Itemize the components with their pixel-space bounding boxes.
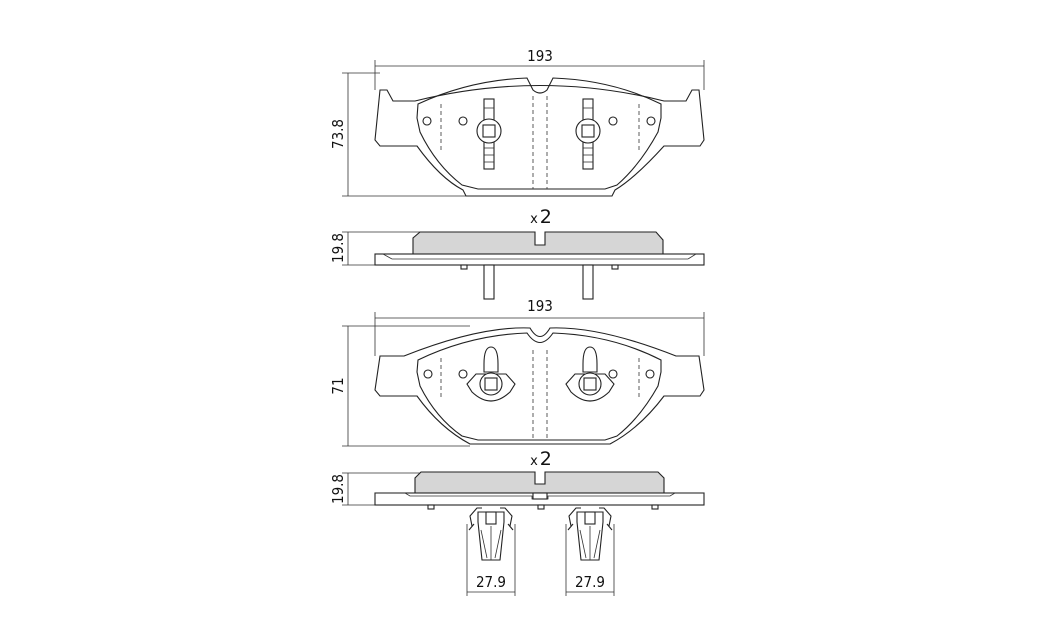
bottom-pad-friction-outline <box>416 332 662 441</box>
top-pad-clip-side-left <box>483 264 495 300</box>
bottom-pad-width-label: 193 <box>527 297 553 315</box>
bottom-pad-clip-right-dimension: 27.9 <box>565 524 615 596</box>
top-pad-thickness-dimension: 19.8 <box>329 231 420 266</box>
bottom-pad-width-dimension: 193 <box>374 297 705 356</box>
top-pad-friction-outline <box>416 77 662 190</box>
top-pad-plate-side <box>374 253 705 266</box>
bottom-pad-hole <box>608 369 618 379</box>
top-pad-friction-side <box>412 231 664 255</box>
top-pad-width-label: 193 <box>527 47 553 65</box>
bottom-pad-hole <box>645 369 655 379</box>
bottom-pad-backing-plate <box>374 327 705 445</box>
bottom-pad-friction-side <box>414 471 665 494</box>
top-pad-width-dimension: 193 <box>374 47 705 90</box>
bottom-pad-clip-right <box>565 346 615 402</box>
bottom-pad-hole <box>458 369 468 379</box>
top-pad-backing-plate <box>374 84 705 197</box>
bottom-pad-hole <box>423 369 433 379</box>
top-pad-hole <box>458 116 468 126</box>
bottom-pad-thickness-dimension: 19.8 <box>329 472 420 506</box>
bottom-pad-clip-right-label: 27.9 <box>575 573 605 591</box>
top-pad-hole <box>608 116 618 126</box>
bottom-pad-clip-left-label: 27.9 <box>476 573 506 591</box>
bottom-pad-front-view: 193 71 <box>329 297 705 447</box>
top-pad-front-view: 193 73.8 <box>329 47 705 197</box>
bottom-pad-height-label: 71 <box>329 377 347 394</box>
top-pad-height-label: 73.8 <box>329 119 347 149</box>
top-pad-height-dimension: 73.8 <box>329 72 470 197</box>
bottom-pad-clip-side-left <box>468 507 514 561</box>
top-pad-clip-left <box>476 98 502 170</box>
bottom-pad-clip-left-dimension: 27.9 <box>466 524 516 596</box>
top-pad-clip-right <box>575 98 601 170</box>
top-pad-thickness-label: 19.8 <box>329 233 347 263</box>
bottom-pad-clip-side-right <box>567 507 613 561</box>
top-pad-hole <box>422 116 432 126</box>
bottom-pad-thickness-label: 19.8 <box>329 474 347 504</box>
bottom-pad-height-dimension: 71 <box>329 325 470 447</box>
top-pad-hole <box>646 116 656 126</box>
bottom-pad-clip-left <box>466 346 516 402</box>
top-pad-clip-side-right <box>582 264 594 300</box>
